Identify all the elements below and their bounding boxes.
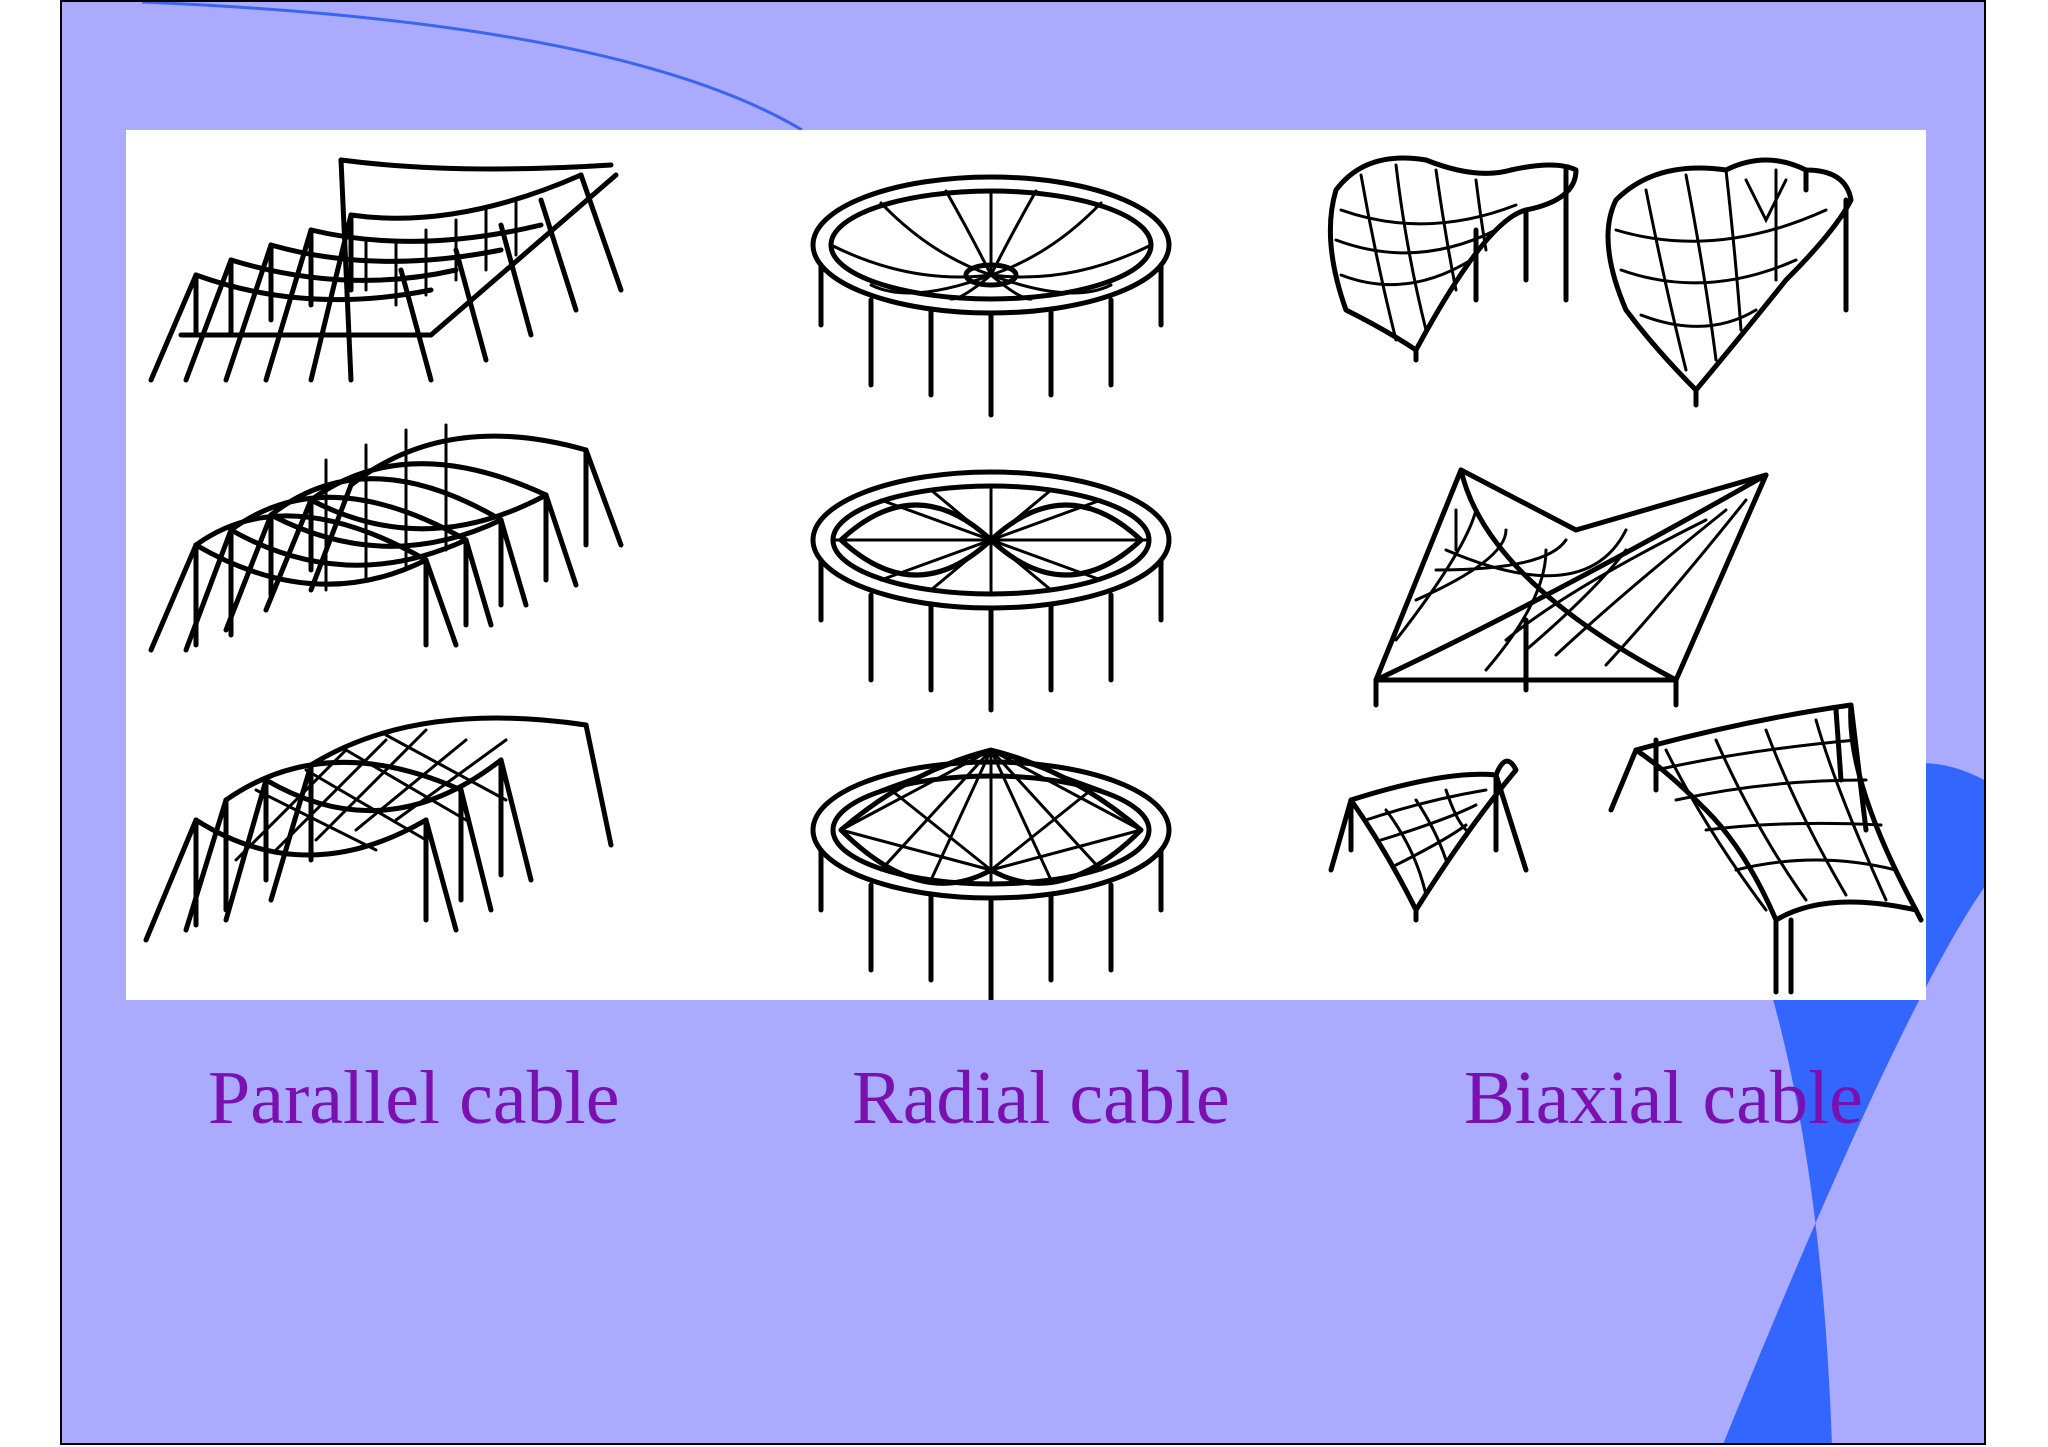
parallel-cable-roof-2 (148, 423, 624, 653)
biaxial-membrane-roofs-3 (1328, 702, 1924, 995)
cable-structures-drawing (143, 155, 1924, 1000)
caption-biaxial-cable: Biaxial cable (1464, 1056, 1863, 1140)
radial-cable-roof-1 (810, 174, 1172, 418)
decor-arc-top (141, 2, 803, 132)
slide: Parallel cable Radial cable Biaxial cabl… (60, 0, 1986, 1445)
parallel-cable-roof-3 (143, 715, 614, 943)
caption-radial-cable: Radial cable (852, 1056, 1230, 1140)
caption-parallel-cable: Parallel cable (208, 1056, 620, 1140)
parallel-cable-roof-1 (148, 157, 624, 383)
biaxial-saddle-roofs-1 (1327, 155, 1854, 408)
biaxial-hypar-roof-2 (1373, 467, 1769, 708)
radial-cable-roof-3 (810, 747, 1172, 1000)
radial-cable-roof-2 (810, 469, 1172, 713)
cable-structures-figure (126, 130, 1926, 1000)
